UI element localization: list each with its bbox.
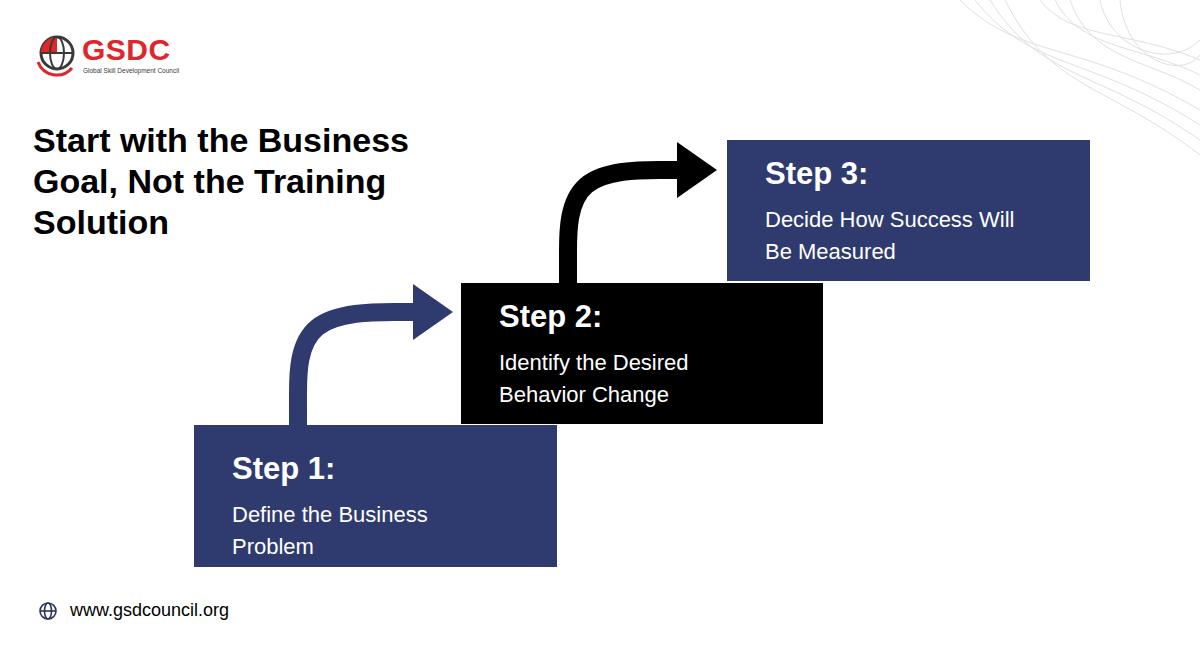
logo-subtitle: Global Skill Development Council — [83, 67, 179, 74]
curved-arrow — [298, 312, 413, 425]
background-swirl — [960, 0, 1200, 155]
website-url: www.gsdcouncil.org — [70, 600, 229, 621]
web-globe-icon — [40, 603, 56, 619]
step-heading: Step 3: — [765, 156, 1090, 192]
step-heading: Step 2: — [499, 299, 823, 335]
step-description: Decide How Success Will Be Measured — [765, 204, 1015, 268]
step-box: Step 2: Identify the Desired Behavior Cha… — [461, 283, 823, 424]
step-description: Identify the Desired Behavior Change — [499, 347, 749, 411]
step-box: Step 1: Define the Business Problem — [194, 425, 557, 567]
step-heading: Step 1: — [232, 451, 557, 487]
curved-arrow — [568, 170, 677, 283]
step-box: Step 3: Decide How Success Will Be Measur… — [727, 140, 1090, 281]
logo-globe — [38, 37, 73, 75]
logo-text: GSDC — [82, 33, 171, 67]
step-description: Define the Business Problem — [232, 499, 482, 563]
title: Start with the Business Goal, Not the Tr… — [33, 120, 473, 243]
